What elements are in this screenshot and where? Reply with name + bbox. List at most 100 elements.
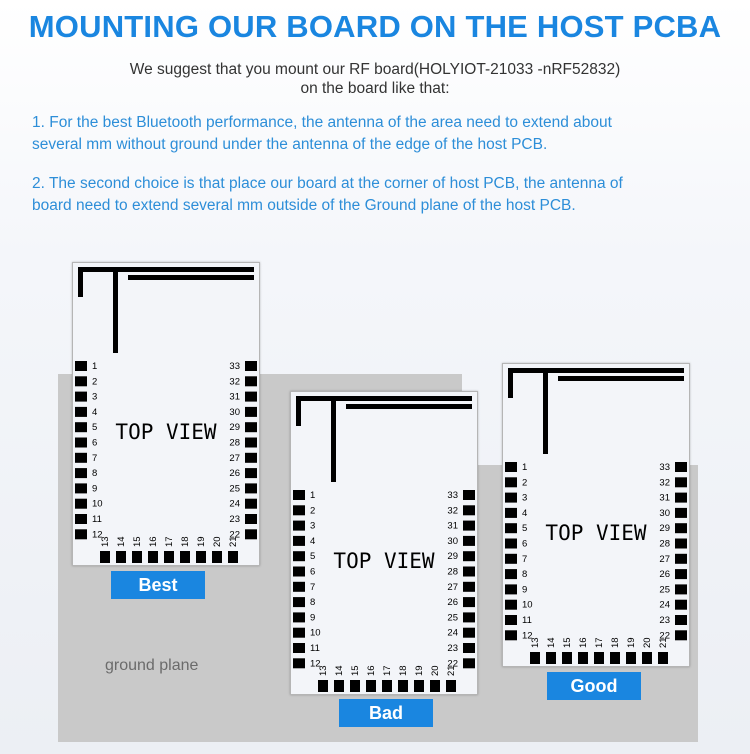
pin-label-3: 3	[522, 493, 527, 504]
pin-label-7: 7	[92, 453, 97, 464]
pin-label-15: 15	[350, 665, 361, 676]
pad-bottom-13	[100, 551, 110, 563]
pin-label-26: 26	[229, 468, 240, 479]
antenna-left-stub	[508, 368, 513, 398]
good-tag: Good	[547, 672, 641, 700]
pad-right-28	[463, 566, 475, 577]
pad-left-2	[293, 505, 305, 516]
pin-label-10: 10	[92, 499, 103, 510]
pad-left-3	[75, 391, 87, 402]
pin-label-12: 12	[522, 630, 533, 641]
pad-right-31	[245, 391, 257, 402]
antenna-top-trace	[508, 368, 684, 373]
pad-bottom-14	[116, 551, 126, 563]
pin-label-5: 5	[92, 422, 97, 433]
pin-label-4: 4	[92, 407, 97, 418]
pin-label-31: 31	[229, 392, 240, 403]
pad-bottom-20	[430, 680, 440, 692]
pad-left-10	[505, 599, 517, 610]
pad-right-22	[245, 529, 257, 540]
pin-label-15: 15	[562, 637, 573, 648]
pin-label-8: 8	[522, 569, 527, 580]
pad-left-12	[293, 658, 305, 669]
pad-bottom-18	[180, 551, 190, 563]
pad-right-25	[245, 483, 257, 494]
pad-right-26	[463, 597, 475, 608]
bad-tag: Bad	[339, 699, 433, 727]
pad-right-31	[675, 492, 687, 503]
pad-left-11	[75, 514, 87, 524]
pad-right-31	[463, 520, 475, 531]
pin-label-17: 17	[164, 536, 175, 547]
pad-right-26	[245, 468, 257, 479]
pin-label-13: 13	[530, 637, 541, 648]
pad-left-9	[505, 584, 517, 595]
antenna-feed-trace	[543, 368, 548, 454]
pad-bottom-21	[446, 680, 456, 692]
pin-label-25: 25	[659, 584, 670, 595]
pin-label-3: 3	[310, 521, 315, 532]
pin-label-14: 14	[546, 637, 557, 648]
pin-label-29: 29	[447, 551, 458, 562]
pin-label-14: 14	[334, 665, 345, 676]
pad-right-28	[245, 437, 257, 448]
recommendation-2: 2. The second choice is that place our b…	[32, 173, 732, 217]
recommendation-2-line-1: 2. The second choice is that place our b…	[32, 175, 623, 192]
pad-right-25	[463, 612, 475, 623]
pin-label-2: 2	[310, 505, 315, 516]
pad-left-12	[75, 529, 87, 540]
pin-label-1: 1	[92, 361, 97, 372]
pin-label-17: 17	[382, 665, 393, 676]
pad-left-2	[505, 477, 517, 488]
pin-label-6: 6	[310, 567, 315, 578]
pin-label-27: 27	[229, 453, 240, 464]
pad-right-22	[675, 630, 687, 641]
pin-label-3: 3	[92, 392, 97, 403]
pad-right-30	[463, 535, 475, 546]
module-best-drawing: 1234567891011123332313029282726252423221…	[75, 267, 257, 563]
pad-bottom-19	[626, 652, 636, 664]
pin-label-8: 8	[92, 468, 97, 479]
pad-right-25	[675, 584, 687, 595]
pin-label-25: 25	[447, 612, 458, 623]
pad-bottom-16	[578, 652, 588, 664]
pin-label-17: 17	[594, 637, 605, 648]
pad-left-4	[75, 406, 87, 417]
pad-left-3	[293, 520, 305, 531]
pad-bottom-14	[546, 652, 556, 664]
pin-label-27: 27	[659, 554, 670, 565]
pad-bottom-16	[366, 680, 376, 692]
pad-right-24	[245, 498, 257, 509]
pad-left-8	[75, 468, 87, 479]
pin-label-15: 15	[132, 536, 143, 547]
pad-right-29	[463, 551, 475, 562]
pad-bottom-19	[414, 680, 424, 692]
pin-label-18: 18	[398, 665, 409, 676]
pin-label-26: 26	[447, 597, 458, 608]
pad-bottom-14	[334, 680, 344, 692]
pad-bottom-18	[610, 652, 620, 664]
pin-label-26: 26	[659, 569, 670, 580]
pin-label-28: 28	[447, 567, 458, 578]
pin-label-4: 4	[522, 508, 527, 519]
pin-label-23: 23	[659, 615, 670, 626]
pin-label-13: 13	[100, 536, 111, 547]
pad-bottom-15	[132, 551, 142, 563]
module-good-drawing: 1234567891011123332313029282726252423221…	[505, 368, 687, 664]
pad-left-7	[75, 452, 87, 463]
pad-bottom-15	[562, 652, 572, 664]
antenna-feed-trace	[113, 267, 118, 353]
intro-line-2: on the board like that:	[300, 80, 450, 97]
pad-bottom-13	[318, 680, 328, 692]
pad-bottom-13	[530, 652, 540, 664]
antenna-inner-trace	[128, 275, 254, 280]
pin-label-16: 16	[578, 637, 589, 648]
pad-left-4	[505, 507, 517, 518]
pin-label-20: 20	[430, 665, 441, 676]
best-tag: Best	[111, 571, 205, 599]
pad-left-2	[75, 376, 87, 387]
pad-right-22	[463, 658, 475, 669]
antenna-left-stub	[296, 396, 301, 426]
pin-label-30: 30	[447, 536, 458, 547]
